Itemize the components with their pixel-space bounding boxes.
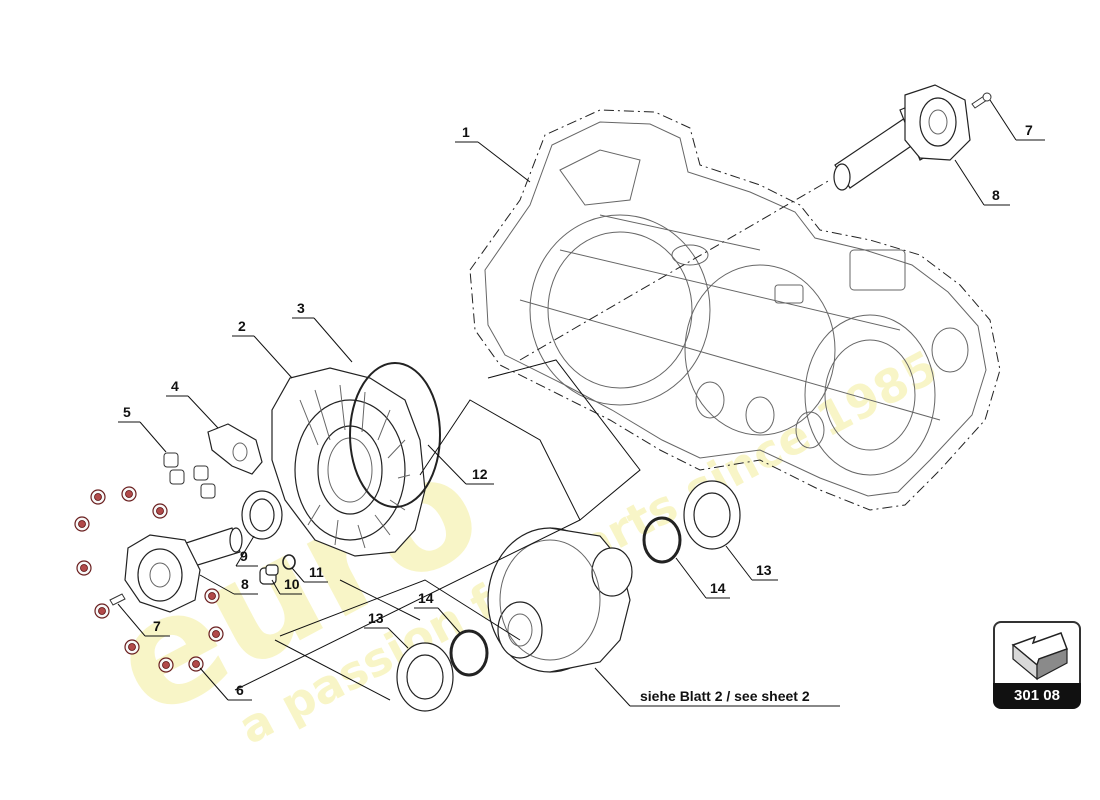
callout-7-upper: 7 <box>1025 122 1033 138</box>
side-cover <box>271 367 426 557</box>
callout-13-right: 13 <box>756 562 772 578</box>
callout-7-lower: 7 <box>153 618 161 634</box>
drain-plug <box>259 564 279 585</box>
shim-right <box>642 516 682 564</box>
callout-5: 5 <box>123 404 131 420</box>
bearing-right <box>683 480 741 550</box>
callout-8-lower: 8 <box>241 576 249 592</box>
callout-4: 4 <box>171 378 179 394</box>
output-flange-shaft-lower <box>124 527 243 613</box>
shim-left <box>449 629 489 677</box>
callout-14-left: 14 <box>418 590 434 606</box>
bearing-left <box>396 642 454 712</box>
reference-note: siehe Blatt 2 / see sheet 2 <box>640 688 810 704</box>
gasket-ring <box>349 362 441 508</box>
flange-bolt-upper <box>971 92 992 109</box>
arrow-icon <box>1011 632 1068 681</box>
leader-lines <box>117 99 1045 707</box>
shaft-seal <box>241 490 283 540</box>
page-number: 301 08 <box>993 683 1081 709</box>
callout-8-upper: 8 <box>992 187 1000 203</box>
nut-set <box>74 486 224 673</box>
bracket <box>207 423 263 475</box>
callout-6: 6 <box>236 682 244 698</box>
callout-14-right: 14 <box>710 580 726 596</box>
callout-1: 1 <box>462 124 470 140</box>
callout-9: 9 <box>240 548 248 564</box>
callout-10: 10 <box>284 576 300 592</box>
callout-12: 12 <box>472 466 488 482</box>
badge-icon-panel <box>993 621 1081 683</box>
assembly-lines <box>234 359 641 701</box>
flange-bolt-lower <box>109 593 126 606</box>
page-badge: 301 08 <box>993 621 1081 709</box>
callout-11: 11 <box>309 564 324 580</box>
gearbox-housing <box>469 109 1001 511</box>
bolt-set <box>163 452 216 499</box>
differential-assembly <box>487 527 633 673</box>
callout-labels: 1 2 3 4 5 6 7 7 8 8 9 10 11 12 13 13 14 … <box>123 122 1033 704</box>
callout-3: 3 <box>297 300 305 316</box>
output-flange-shaft-upper <box>833 84 971 191</box>
callout-13-left: 13 <box>368 610 384 626</box>
o-ring <box>282 554 296 570</box>
callout-2: 2 <box>238 318 246 334</box>
